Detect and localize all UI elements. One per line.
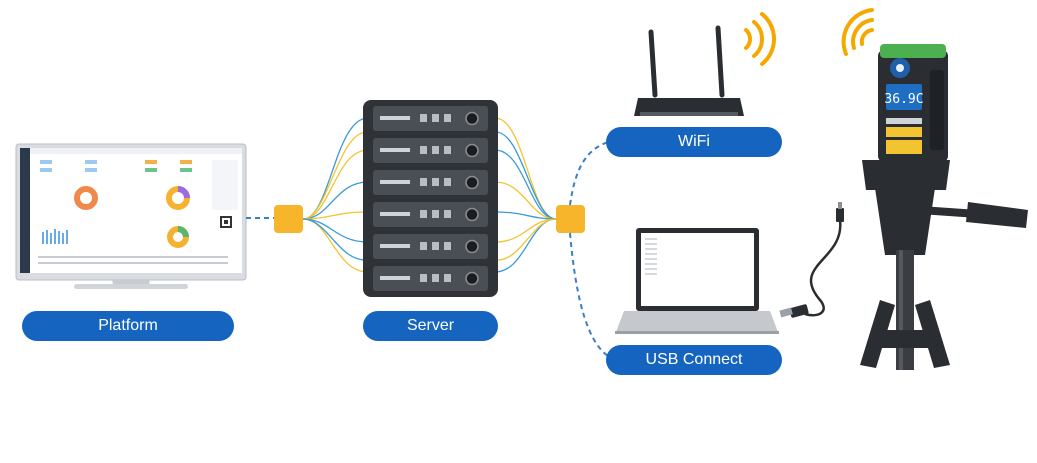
link-hub-usb <box>569 232 609 357</box>
link-hub-wifi <box>569 141 609 206</box>
server-unit <box>373 234 488 259</box>
server-unit <box>373 266 488 291</box>
server-label-text: Server <box>406 317 455 334</box>
usb-connect-label-text: USB Connect <box>645 351 743 368</box>
wifi-signal-icon <box>744 12 776 66</box>
cable-bundle-right <box>494 117 557 273</box>
platform-label: Platform <box>22 311 234 341</box>
wifi-router-icon <box>634 25 744 116</box>
platform-label-text: Platform <box>98 317 158 334</box>
wifi-label-text: WiFi <box>678 133 710 150</box>
monitor-icon <box>15 143 247 289</box>
usb-plug-icon <box>779 202 844 318</box>
wifi-signal-icon <box>841 8 874 56</box>
thermometer-device-icon <box>878 44 948 162</box>
laptop-icon <box>615 228 779 334</box>
server-unit <box>373 202 488 227</box>
wifi-label: WiFi <box>606 127 782 157</box>
cable-bundle-left <box>302 117 369 273</box>
device-reading: 36.9C <box>884 92 923 107</box>
hub-left <box>274 205 303 233</box>
tripod-icon <box>860 160 1028 370</box>
server-rack-icon <box>363 100 498 297</box>
hub-right <box>556 205 585 233</box>
server-unit <box>373 138 488 163</box>
usb-connect-label: USB Connect <box>606 345 782 375</box>
server-unit <box>373 106 488 131</box>
server-label: Server <box>363 311 498 341</box>
server-unit <box>373 170 488 195</box>
